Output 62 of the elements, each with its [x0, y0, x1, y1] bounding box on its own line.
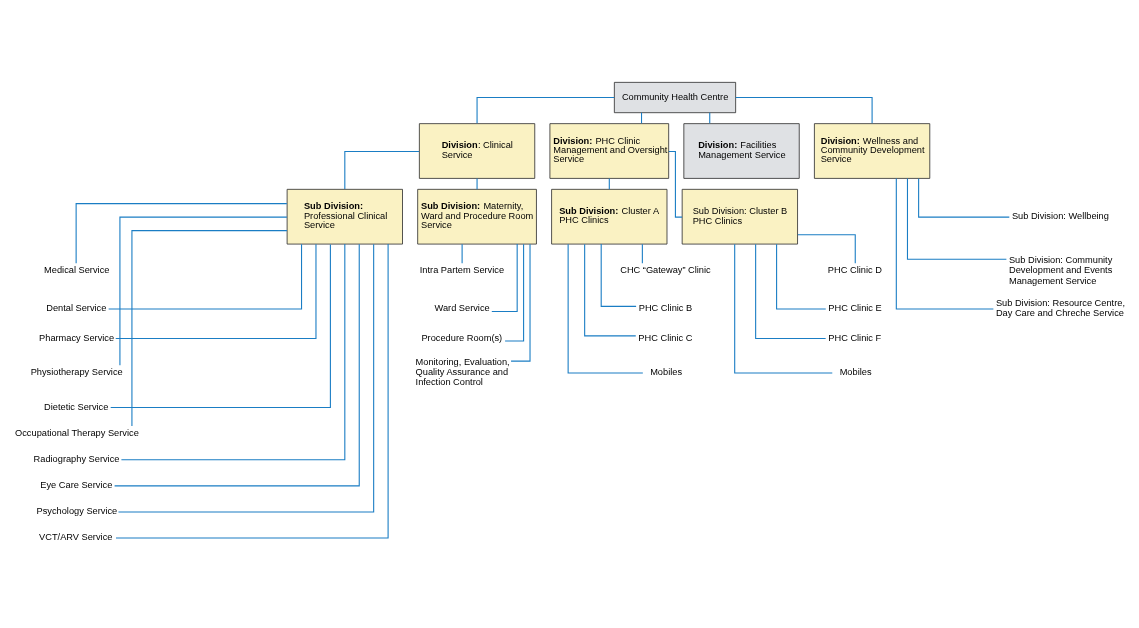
node-box: Sub Division: Maternity, Ward and Procedure Room Service	[417, 188, 537, 245]
connector	[735, 97, 873, 124]
node-text: Monitoring, Evaluation, Quality Assurance and Infection Control	[415, 357, 510, 388]
node-box: Division: Wellness and Community Development Service	[814, 123, 931, 179]
connector	[600, 243, 637, 307]
connector	[476, 97, 615, 124]
node-text: Pharmacy Service	[39, 332, 115, 343]
node-text: Eye Care Service	[40, 480, 113, 491]
node-text: PHC Clinic C	[638, 332, 693, 343]
connector	[567, 243, 644, 374]
node-box: Sub Division: Professional Clinical Service	[286, 188, 403, 245]
connector	[776, 243, 827, 310]
connector	[504, 243, 525, 342]
connector	[510, 243, 531, 362]
connector	[641, 243, 643, 264]
node-box: Division: PHC Clinic Management and Oversight Service	[549, 123, 670, 179]
connector	[797, 234, 856, 264]
node-text: Sub Division: Community Development and Events Management Service	[1008, 255, 1113, 286]
node-text: Sub Division: Wellbeing	[1011, 211, 1109, 222]
node-text: Ward Service	[434, 303, 490, 314]
node-text: CHC “Gateway” Clinic	[620, 265, 711, 276]
node-text: Dental Service	[46, 303, 107, 314]
node-box: Division: Clinical Service	[418, 123, 536, 179]
connector	[108, 243, 303, 310]
connector	[584, 243, 637, 337]
connector	[120, 243, 346, 461]
node-text: Radiography Service	[33, 454, 120, 465]
node-text: Medical Service	[44, 265, 110, 276]
node-text: VCT/ARV Service	[39, 532, 113, 543]
connector	[476, 177, 478, 190]
node-box: Division: Facilities Management Service	[683, 123, 800, 179]
node-text: Mobiles	[650, 367, 683, 378]
connector	[344, 150, 420, 190]
connector	[131, 230, 288, 427]
node-text: Sub Division: Resource Centre, Day Care and Chreche Service	[995, 298, 1125, 319]
node-text: Occupational Therapy Service	[15, 427, 139, 438]
connector	[895, 178, 994, 310]
connector	[75, 203, 288, 264]
connector	[119, 216, 288, 366]
node-text: Physiotherapy Service	[30, 367, 123, 378]
node-text: Psychology Service	[36, 506, 118, 517]
node-text: PHC Clinic B	[638, 303, 693, 314]
connector	[668, 150, 683, 218]
connector	[110, 243, 331, 409]
connector	[491, 243, 518, 312]
node-text: PHC Clinic F	[828, 332, 882, 343]
node-box: Sub Division: Cluster A PHC Clinics	[551, 188, 668, 245]
node-box: Community Health Centre	[613, 81, 737, 114]
connector	[734, 243, 833, 374]
connector	[115, 243, 317, 339]
connector	[906, 178, 1007, 260]
node-text: PHC Clinic D	[827, 265, 882, 276]
node-text: Mobiles	[839, 367, 872, 378]
node-text: PHC Clinic E	[828, 303, 882, 314]
connector	[114, 243, 360, 487]
node-text: Procedure Room(s)	[421, 332, 503, 343]
connector	[461, 243, 463, 264]
connector	[918, 178, 1010, 218]
connector	[755, 243, 827, 339]
node-box: Sub Division: Cluster B PHC Clinics	[681, 188, 798, 245]
node-text: Intra Partem Service	[419, 265, 505, 276]
node-text: Dietetic Service	[44, 401, 109, 412]
